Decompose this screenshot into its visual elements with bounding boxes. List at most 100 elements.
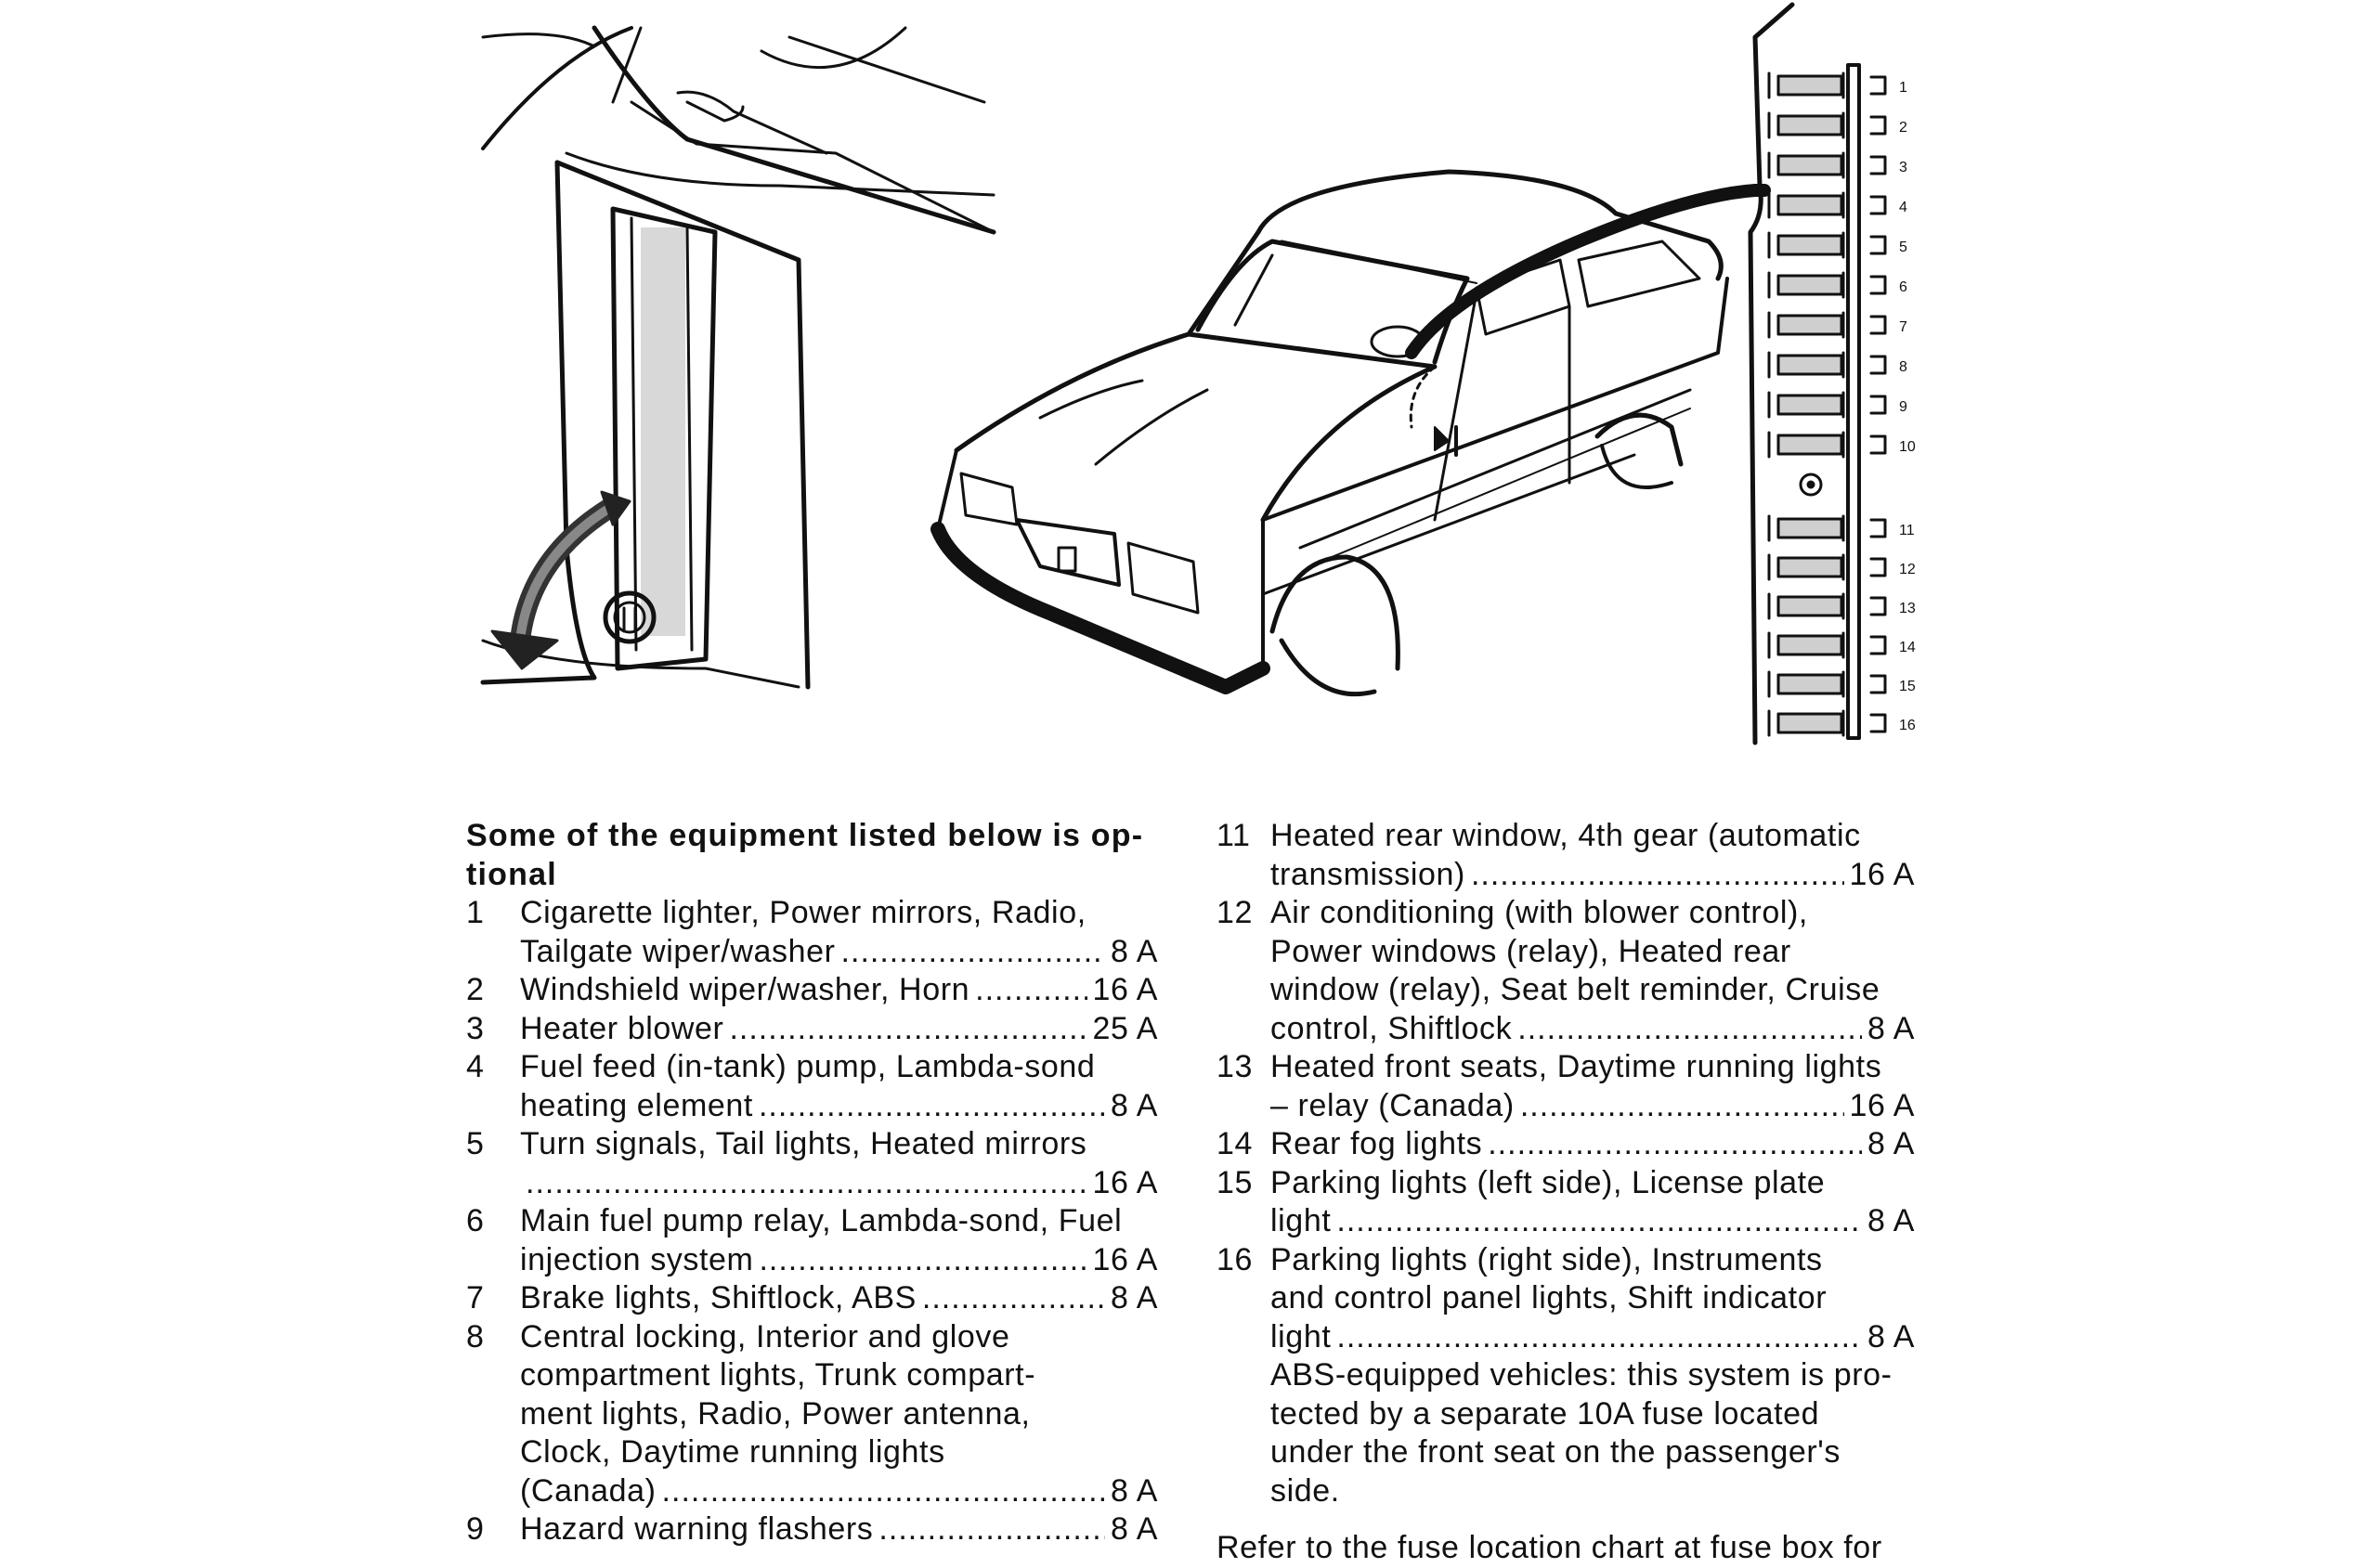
fuse-entry-16: 16 Parking lights (right side), Instrumen… [1217, 1241, 1915, 1357]
fuse-rating-line: Tailgate wiper/washer8 A [520, 933, 1158, 972]
fuse-entry-6: 6 Main fuel pump relay, Lambda-sond, Fuel… [466, 1202, 1158, 1279]
fuse-amperage: 8 A [1867, 1010, 1915, 1046]
fuse-description-line: Heated rear window, 4th gear (automatic [1270, 818, 1861, 853]
fuse-slot [1767, 231, 1887, 259]
fuse-description-line: Power windows (relay), Heated rear [1270, 933, 1791, 969]
fuse-label: 3 [1899, 160, 1907, 175]
fuse-description-line: and control panel lights, Shift indicato… [1270, 1280, 1828, 1315]
fuse-description-line: Heater blower [520, 1010, 724, 1046]
fuse-number: 13 [1217, 1049, 1254, 1084]
fuse-entries-left: 1 Cigarette lighter, Power mirrors, Radio… [466, 894, 1158, 1549]
fuse-number: 16 [1217, 1241, 1254, 1277]
fuse-description-line: light [1270, 1318, 1332, 1354]
fuse-rating-line: 16 A [520, 1164, 1158, 1203]
fuse-description: Turn signals, Tail lights, Heated mirror… [520, 1125, 1158, 1202]
fuse-description: Cigarette lighter, Power mirrors, Radio,… [520, 894, 1158, 971]
fuse-rating-line: Brake lights, Shiftlock, ABS8 A [520, 1279, 1158, 1318]
fuse-number: 15 [1217, 1164, 1254, 1200]
fuse-label: 13 [1899, 601, 1916, 616]
dot-leader [1488, 1125, 1862, 1164]
fuse-slot [1767, 351, 1887, 379]
fuse-slot [1767, 631, 1887, 659]
fuse-amperage: 8 A [1111, 1472, 1158, 1509]
fuse-rating-line: light8 A [1270, 1318, 1915, 1357]
fuse-list-left-column: Some of the equipment listed below is op… [466, 817, 1158, 1549]
fuse-description-line: Rear fog lights [1270, 1126, 1483, 1161]
fuse-description-line: control, Shiftlock [1270, 1010, 1513, 1046]
fuse-slot [1767, 514, 1887, 542]
optional-equipment-note: Some of the equipment listed below is op… [466, 817, 1158, 894]
fuse-rating-line: light8 A [1270, 1202, 1915, 1241]
fuse-number: 5 [466, 1126, 485, 1161]
fuse-rating-line: – relay (Canada)16 A [1270, 1087, 1915, 1126]
abs-note-line: side. [1270, 1472, 1340, 1509]
fuse-entry-11: 11 Heated rear window, 4th gear (automati… [1217, 817, 1915, 894]
fuse-label: 10 [1899, 439, 1916, 455]
fuse-description-line: compartment lights, Trunk compart- [520, 1357, 1036, 1393]
fuse-slot [1767, 151, 1887, 179]
fuse-number: 11 [1217, 818, 1251, 853]
fuse-description-line: Brake lights, Shiftlock, ABS [520, 1280, 917, 1315]
fuse-amperage: 16 A [1092, 972, 1158, 1007]
fuse-rating-line: control, Shiftlock 8 A [1270, 1010, 1915, 1049]
fuse-label: 15 [1899, 679, 1916, 694]
fuse-amperage: 16 A [1849, 856, 1915, 892]
dot-leader [759, 1087, 1105, 1126]
fuse-label: 16 [1899, 718, 1916, 733]
fuse-label: 7 [1899, 319, 1907, 335]
intro-line-2: tional [466, 856, 557, 892]
dot-leader [841, 933, 1105, 972]
fuse-label: 9 [1899, 399, 1907, 415]
fuse-entries-right: 11 Heated rear window, 4th gear (automati… [1217, 817, 1915, 1356]
kick-panel-drawing [480, 25, 996, 690]
fuse-rating-line: Heater blower25 A [520, 1010, 1158, 1049]
fuse-number: 1 [466, 895, 485, 930]
fuse-description-line: Hazard warning flashers [520, 1511, 874, 1547]
fuse-slot [1767, 431, 1887, 459]
fuse-list-right-column: 11 Heated rear window, 4th gear (automati… [1217, 817, 1915, 1568]
fuse-number: 6 [466, 1203, 485, 1238]
fuse-slot [1767, 311, 1887, 339]
fuse-slot [1767, 71, 1887, 99]
fuse-number: 2 [466, 972, 485, 1007]
fuse-description: Rear fog lights 8 A [1270, 1125, 1915, 1164]
fuse-rating-line: Rear fog lights 8 A [1270, 1125, 1915, 1164]
fuse-rating-line: heating element 8 A [520, 1087, 1158, 1126]
fuse-amperage: 16 A [1092, 1241, 1158, 1277]
fuse-slot [1767, 709, 1887, 737]
abs-note-line: ABS-equipped vehicles: this system is pr… [1270, 1357, 1893, 1393]
fuse-description: Parking lights (right side), Instruments… [1270, 1241, 1915, 1357]
dot-leader [1517, 1010, 1862, 1049]
dot-leader [1336, 1202, 1862, 1241]
fuse-amperage: 8 A [1867, 1126, 1915, 1161]
fuse-description-line: Central locking, Interior and glove [520, 1318, 1010, 1354]
dot-leader [878, 1510, 1105, 1549]
fuse-label: 11 [1899, 523, 1915, 538]
fuse-chart-reference: Refer to the fuse location chart at fuse… [1217, 1530, 1882, 1565]
fuse-amperage: 8 A [1111, 1087, 1158, 1123]
fuse-description-line: injection system [520, 1241, 754, 1277]
fuse-slot [1767, 391, 1887, 419]
fuse-description-line: Cigarette lighter, Power mirrors, Radio, [520, 895, 1086, 930]
fuse-rows [1767, 71, 1887, 737]
fuse-description-line: Fuel feed (in-tank) pump, Lambda-sond [520, 1049, 1096, 1084]
fuse-entry-5: 5 Turn signals, Tail lights, Heated mirro… [466, 1125, 1158, 1202]
dot-leader [1520, 1087, 1844, 1126]
fuse-number: 12 [1217, 895, 1254, 930]
fuse-description: Windshield wiper/washer, Horn16 A [520, 971, 1158, 1010]
fuse-description-line: heating element [520, 1087, 753, 1123]
fuse-amperage: 8 A [1111, 1511, 1158, 1547]
fuse-rating-line: injection system 16 A [520, 1241, 1158, 1280]
fuse-description-line: window (relay), Seat belt reminder, Crui… [1270, 972, 1880, 1007]
fuse-rating-line: (Canada)8 A [520, 1472, 1158, 1511]
